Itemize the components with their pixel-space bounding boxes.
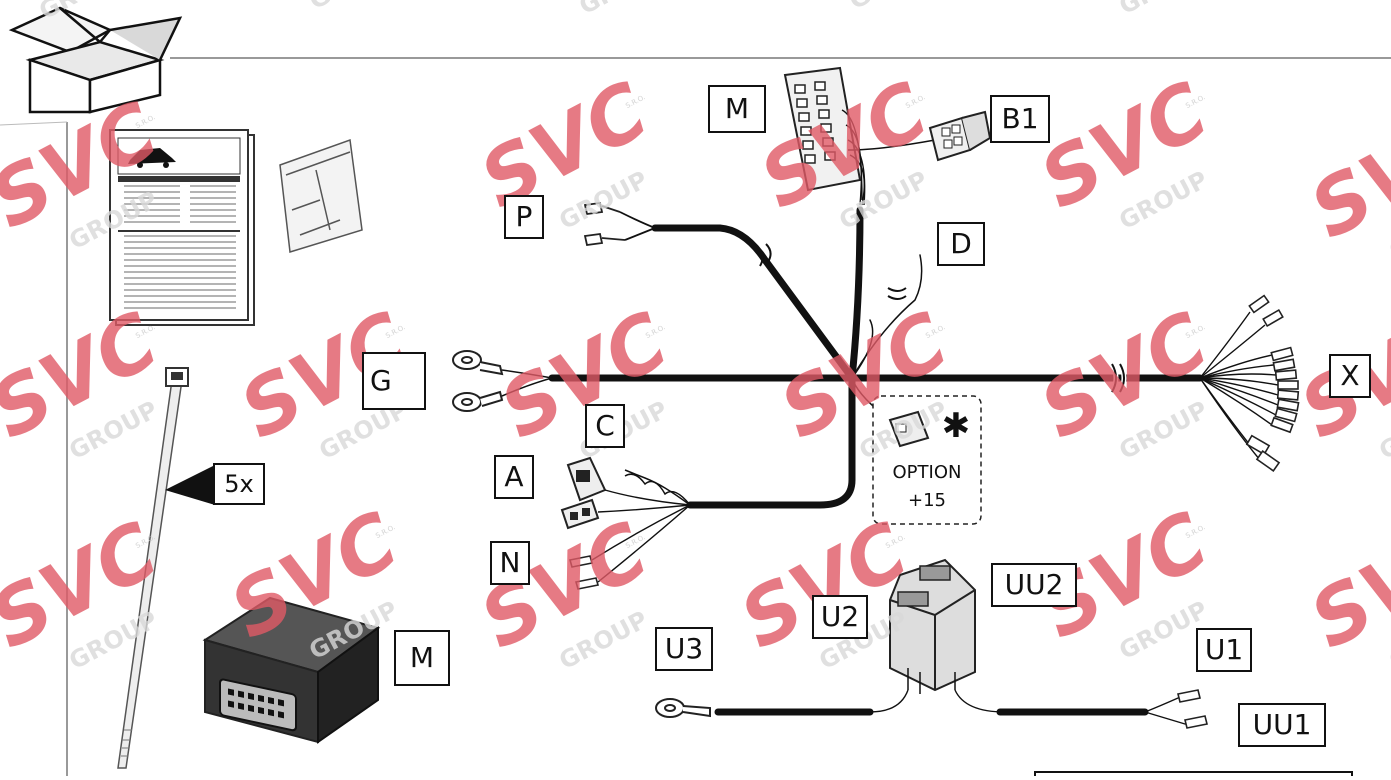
label-uu2: UU2 xyxy=(991,563,1077,607)
watermark-sub: GROUP xyxy=(1385,0,1391,15)
relay-block-u2-icon xyxy=(869,558,1006,713)
ring-terminal-u3-icon xyxy=(655,698,711,718)
twisted-pair-c xyxy=(624,469,691,506)
control-module-icon xyxy=(202,596,381,744)
option-box xyxy=(872,395,982,525)
watermark-sub: GROUP xyxy=(1115,0,1213,20)
label-a: A xyxy=(494,455,534,499)
frame xyxy=(0,57,1391,776)
option-voltage: +15 xyxy=(908,490,946,511)
label-m-top: M xyxy=(708,85,766,133)
watermark-brand: SVC xyxy=(1297,0,1391,7)
watermark-sub: GROUP xyxy=(575,0,673,20)
instruction-sheet-icon xyxy=(109,129,255,326)
connector-b1-icon xyxy=(928,110,992,162)
plastic-bag-icon xyxy=(279,138,363,253)
watermark-brand: SVC xyxy=(1027,66,1223,227)
main-harness xyxy=(548,206,1204,509)
label-m-bottom: M xyxy=(394,630,450,686)
watermark-brand: SVC xyxy=(1297,96,1391,257)
option-star: ✱ xyxy=(941,406,971,446)
label-b1: B1 xyxy=(990,95,1050,143)
label-p: P xyxy=(504,195,544,239)
wire-break-marks xyxy=(757,243,1127,394)
u-harness xyxy=(714,697,1186,725)
label-n: N xyxy=(490,541,530,585)
label-u2: U2 xyxy=(812,595,868,639)
package-box-icon xyxy=(8,6,183,114)
label-u1: U1 xyxy=(1196,628,1252,672)
label-5x: 5x xyxy=(213,463,265,505)
label-g: G xyxy=(362,352,426,410)
watermark-sub: GROUP xyxy=(305,0,403,15)
label-d: D xyxy=(937,222,985,266)
option-label: OPTION xyxy=(892,462,962,483)
watermark-brand: SVC xyxy=(1297,506,1391,667)
watermark-brand: SVC xyxy=(467,506,663,667)
terminal-x-fan-icon xyxy=(1199,294,1300,472)
ground-ring-terminal-icon xyxy=(452,350,553,412)
watermark-brand: SVC xyxy=(467,66,663,227)
connector-m-top-icon xyxy=(783,66,936,206)
label-uu1: UU1 xyxy=(1238,703,1326,747)
cable-tie-icon xyxy=(117,367,215,769)
label-c: C xyxy=(585,404,625,448)
bottom-right-box xyxy=(1034,771,1353,780)
terminal-u1-icon xyxy=(1177,689,1208,729)
label-g-text: G xyxy=(370,364,392,397)
label-u3: U3 xyxy=(655,627,713,671)
watermark-sub: GROUP xyxy=(845,0,943,15)
watermark-brand: SVC xyxy=(1027,296,1223,457)
terminal-p-icon xyxy=(583,201,656,247)
connector-a-icon xyxy=(566,456,691,506)
connector-n-icon xyxy=(560,498,691,590)
label-x: X xyxy=(1329,354,1371,398)
